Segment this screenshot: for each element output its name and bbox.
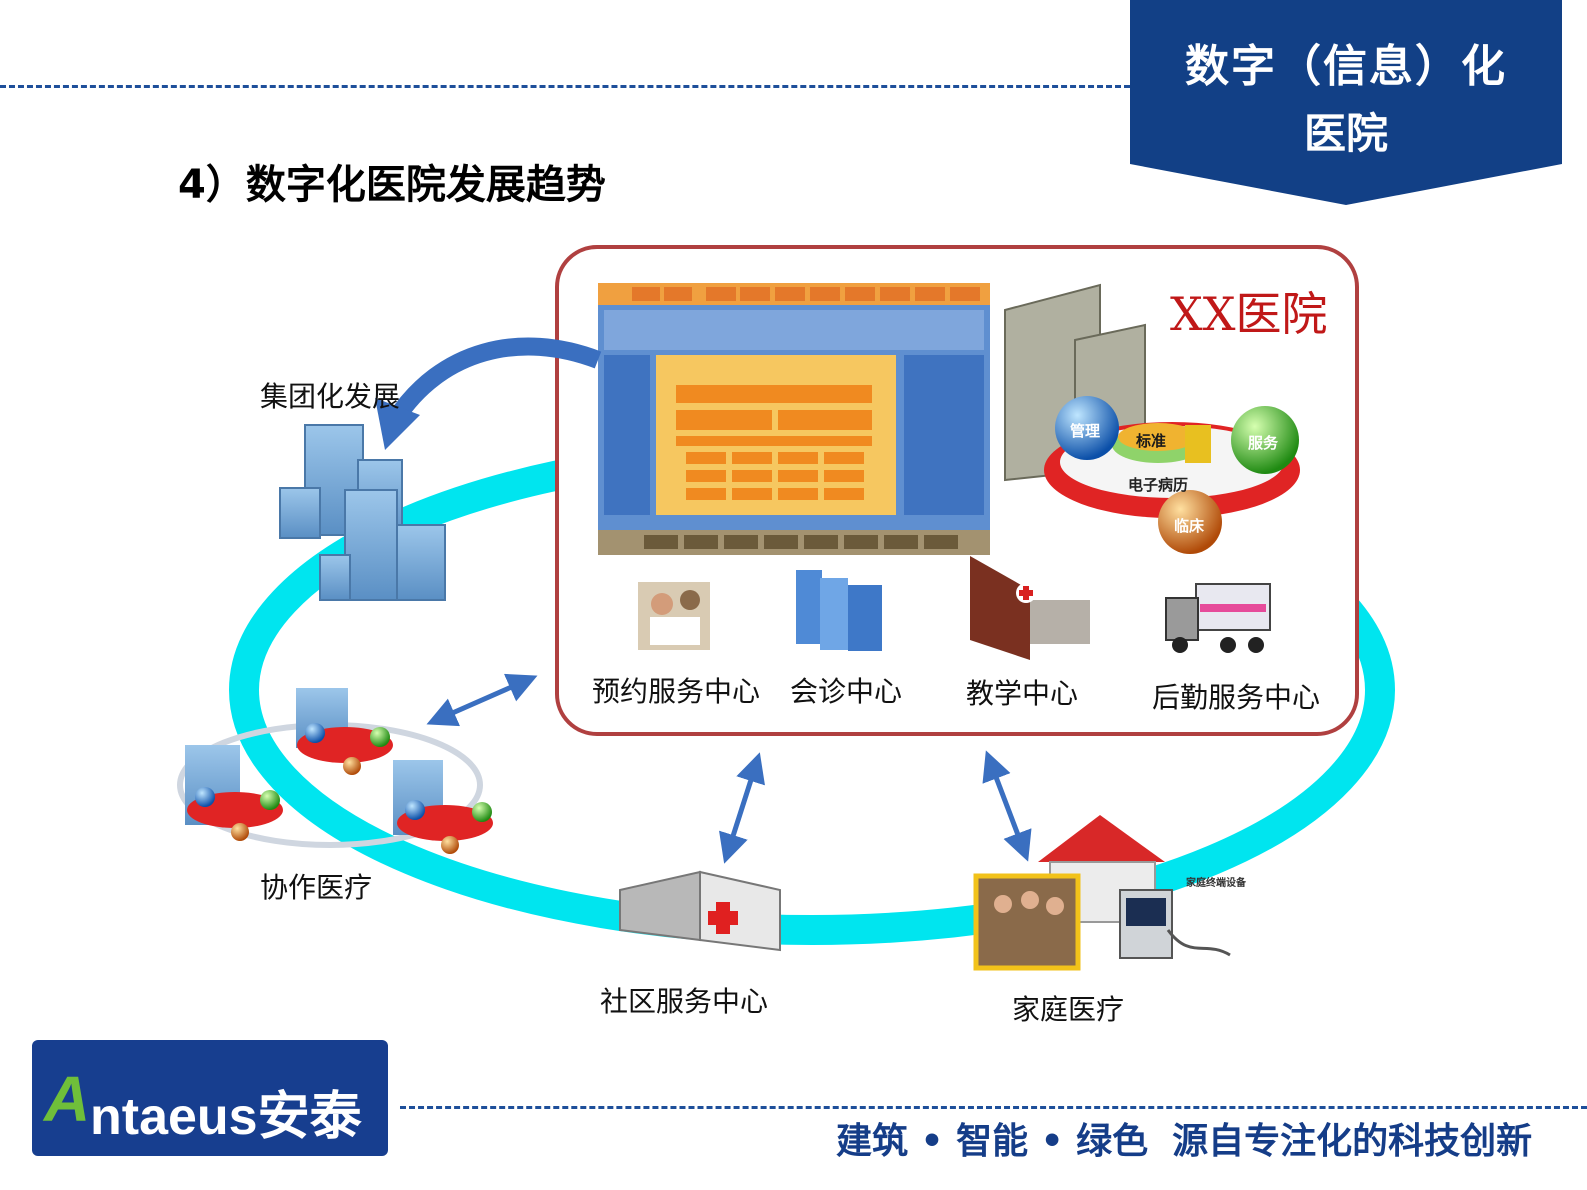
banner-line-1: 数字（信息）化 [1185,41,1507,92]
teaching-icon [970,556,1090,660]
group-buildings [279,424,446,601]
center-label-consultation: 会诊中心 [790,675,903,708]
banner-line-2: 医院 [1303,109,1388,158]
family-care-icon [973,815,1231,971]
group-dev-arrow [387,337,602,425]
group-dev-label: 集团化发展 [260,380,401,413]
management-label: 管理 [1070,422,1101,440]
logistics-truck-icon [1165,583,1271,653]
collab-link-arrow [426,673,538,727]
community-label: 社区服务中心 [600,985,769,1018]
center-label-logistics: 后勤服务中心 [1152,681,1321,714]
appointment-icon [638,582,710,650]
device-caption: 家庭终端设备 [1186,878,1246,889]
community-link-arrow [719,752,765,864]
logo-mark: A [44,1063,91,1135]
group-dev-arrowhead [375,398,420,450]
title-banner: 数字（信息）化 医院 [1130,0,1562,205]
service-node [1231,406,1299,474]
section-title: 4）数字化医院发展趋势 [178,162,606,208]
family-label: 家庭医疗 [1012,993,1125,1026]
emr-label: 电子病历 [1128,476,1189,494]
consultation-icon [796,570,882,651]
logo-text: ntaeus安泰 [90,1088,362,1146]
collab-label: 协作医疗 [260,871,373,904]
slogan-part-1: 建筑 • 智能 • 绿色 [836,1121,1149,1162]
system-architecture-panel [598,283,990,555]
standard-label: 标准 [1136,432,1167,450]
hospital-name: XX医院 [1170,287,1328,341]
slogan-part-2: 源自专注化的科技创新 [1172,1121,1533,1162]
slogan: 建筑 • 智能 • 绿色源自专注化的科技创新 [836,1112,1532,1164]
management-node [1055,396,1119,460]
center-label-teaching: 教学中心 [966,677,1079,710]
service-label: 服务 [1248,434,1279,452]
family-link-arrow [982,750,1032,862]
center-label-appointment: 预约服务中心 [592,675,761,708]
top-dashed-rule [0,85,1130,88]
antaeus-logo: A ntaeus安泰 [32,1040,388,1156]
clinical-node [1158,490,1222,554]
community-clinic-icon [619,870,781,952]
collab-cluster [185,688,493,854]
concept-wheel [1044,396,1300,554]
bottom-dashed-rule [400,1106,1587,1109]
clinical-label: 临床 [1174,517,1205,535]
